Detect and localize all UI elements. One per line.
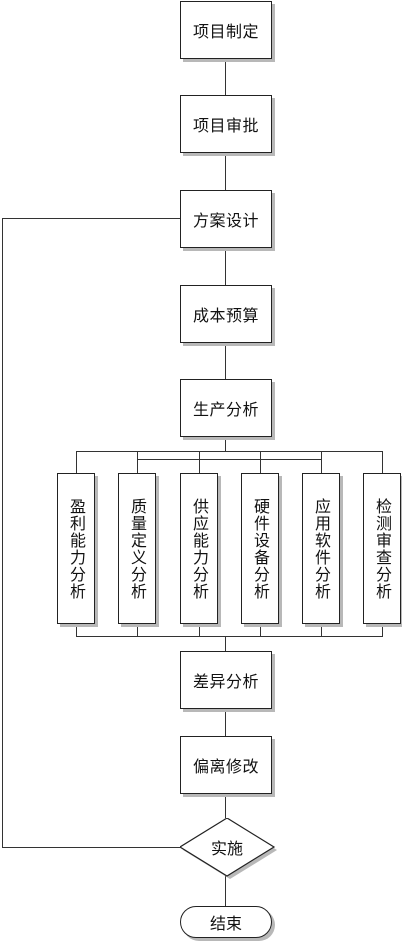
analysis-label: 盈利能力分析 bbox=[67, 497, 86, 600]
step-production-analysis: 生产分析 bbox=[180, 379, 272, 437]
merge-rise bbox=[76, 624, 78, 637]
analysis-inspection-review: 检测审查分析 bbox=[363, 473, 401, 624]
merge-rise bbox=[137, 624, 139, 637]
branch-bus-bottom bbox=[76, 636, 383, 638]
step-plan-design: 方案设计 bbox=[180, 190, 272, 248]
branch-drop bbox=[137, 451, 139, 473]
connector-line bbox=[225, 59, 227, 95]
merge-rise bbox=[382, 624, 384, 637]
end-terminal: 结束 bbox=[180, 906, 272, 938]
end-label: 结束 bbox=[209, 914, 242, 933]
merge-rise bbox=[260, 624, 262, 637]
step-project-approval: 项目审批 bbox=[180, 95, 272, 153]
feedback-line bbox=[2, 847, 180, 849]
step-project-formulation: 项目制定 bbox=[180, 1, 272, 59]
decision-label: 实施 bbox=[210, 839, 243, 858]
analysis-label: 应用软件分析 bbox=[312, 497, 331, 600]
feedback-line bbox=[2, 218, 4, 848]
feedback-line bbox=[2, 218, 180, 220]
branch-drop bbox=[382, 451, 384, 473]
branch-drop bbox=[199, 451, 201, 473]
analysis-profitability: 盈利能力分析 bbox=[57, 473, 95, 624]
analysis-label: 检测审查分析 bbox=[373, 497, 392, 600]
step-label: 偏离修改 bbox=[192, 757, 259, 776]
connector-line bbox=[225, 343, 227, 379]
branch-drop bbox=[76, 451, 78, 473]
analysis-label: 硬件设备分析 bbox=[251, 497, 270, 600]
step-variance-analysis: 差异分析 bbox=[180, 651, 272, 709]
decision-implement: 实施 bbox=[180, 818, 277, 879]
analysis-label: 供应能力分析 bbox=[190, 497, 209, 600]
connector-line bbox=[225, 248, 227, 285]
step-label: 成本预算 bbox=[192, 306, 259, 325]
step-cost-budget: 成本预算 bbox=[180, 285, 272, 343]
step-label: 生产分析 bbox=[192, 400, 259, 419]
connector-line bbox=[225, 437, 227, 452]
step-label: 项目制定 bbox=[192, 22, 259, 41]
branch-bus-top bbox=[76, 451, 383, 453]
analysis-label: 质量定义分析 bbox=[128, 497, 147, 600]
analysis-hardware-equipment: 硬件设备分析 bbox=[241, 473, 279, 624]
branch-drop bbox=[260, 451, 262, 473]
connector-line bbox=[225, 876, 227, 906]
connector-line bbox=[225, 153, 227, 190]
connector-line bbox=[225, 709, 227, 736]
analysis-supply-capacity: 供应能力分析 bbox=[180, 473, 218, 624]
step-deviation-correction: 偏离修改 bbox=[180, 736, 272, 794]
connector-line bbox=[225, 636, 227, 651]
analysis-application-software: 应用软件分析 bbox=[302, 473, 340, 624]
merge-rise bbox=[199, 624, 201, 637]
merge-rise bbox=[321, 624, 323, 637]
step-label: 项目审批 bbox=[192, 116, 259, 135]
step-label: 差异分析 bbox=[192, 672, 259, 691]
analysis-quality-definition: 质量定义分析 bbox=[118, 473, 156, 624]
branch-drop bbox=[321, 451, 323, 473]
connector-line bbox=[225, 794, 227, 818]
step-label: 方案设计 bbox=[192, 211, 259, 230]
diamond-shape bbox=[180, 818, 277, 879]
branch-bus-inner bbox=[137, 459, 321, 461]
